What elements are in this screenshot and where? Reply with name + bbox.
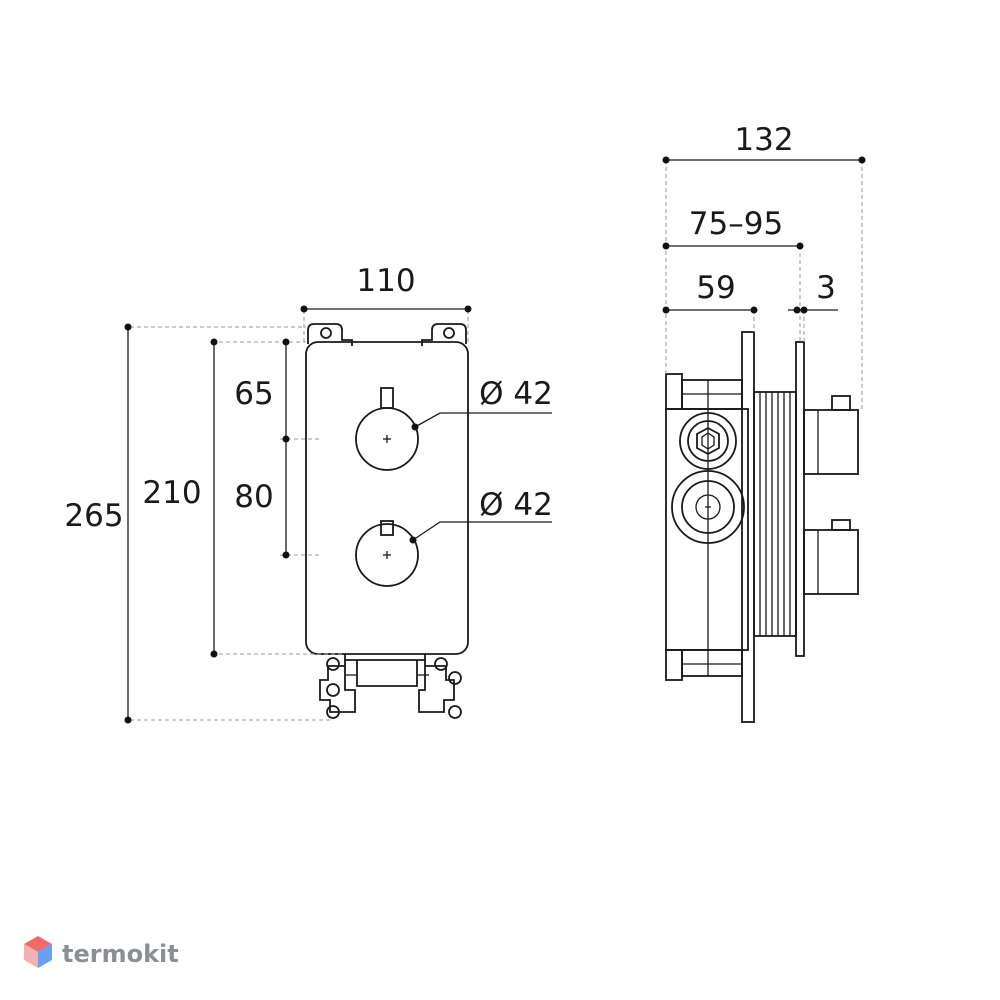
dim-total-height: 265 xyxy=(64,323,132,724)
side-view: 132 75–95 59 3 xyxy=(662,122,866,723)
dim-top-to-knob-label: 65 xyxy=(234,376,273,412)
dim-knob-spacing-label: 80 xyxy=(234,479,273,515)
front-view: 110 265 210 65 80 xyxy=(64,263,553,724)
dim-plate-height: 210 xyxy=(142,338,218,658)
dim-knob-spacing: 80 xyxy=(234,439,290,559)
cube-icon xyxy=(24,936,52,968)
dim-body-depth-label: 59 xyxy=(696,270,735,306)
dim-adjustable-depth: 75–95 xyxy=(662,206,804,250)
dim-plate-height-label: 210 xyxy=(142,475,201,511)
knob-2-side xyxy=(803,519,859,595)
outlet-fitting-lower xyxy=(671,470,745,544)
knob-1-diameter-label: Ø 42 xyxy=(479,376,553,412)
dim-width-label: 110 xyxy=(356,263,415,299)
leader-knob-2-diameter: Ø 42 xyxy=(409,487,553,544)
leader-knob-1-diameter: Ø 42 xyxy=(411,376,553,431)
dim-adjustable-depth-label: 75–95 xyxy=(689,206,783,242)
top-mounting-tabs xyxy=(307,323,467,346)
dim-top-to-knob: 65 xyxy=(234,338,290,443)
knob-2 xyxy=(355,520,419,587)
bottom-mounting-bracket xyxy=(319,654,462,719)
inlet-fitting-upper xyxy=(679,412,737,470)
dim-body-depth: 59 xyxy=(662,270,758,314)
cover-plate-side xyxy=(795,341,805,657)
dim-total-height-label: 265 xyxy=(64,498,123,534)
dim-plate-thickness-label: 3 xyxy=(816,270,836,306)
dim-plate-thickness: 3 xyxy=(788,270,838,314)
watermark-text: termokit xyxy=(62,940,179,968)
knob-1-side xyxy=(803,395,859,475)
dim-total-depth-label: 132 xyxy=(734,122,793,158)
knob-1 xyxy=(355,387,419,471)
cover-plate xyxy=(305,341,469,655)
dim-total-depth: 132 xyxy=(662,122,866,164)
threaded-sleeve xyxy=(753,391,797,637)
knob-2-diameter-label: Ø 42 xyxy=(479,487,553,523)
dim-width: 110 xyxy=(300,263,472,313)
watermark-logo: termokit xyxy=(24,936,179,968)
